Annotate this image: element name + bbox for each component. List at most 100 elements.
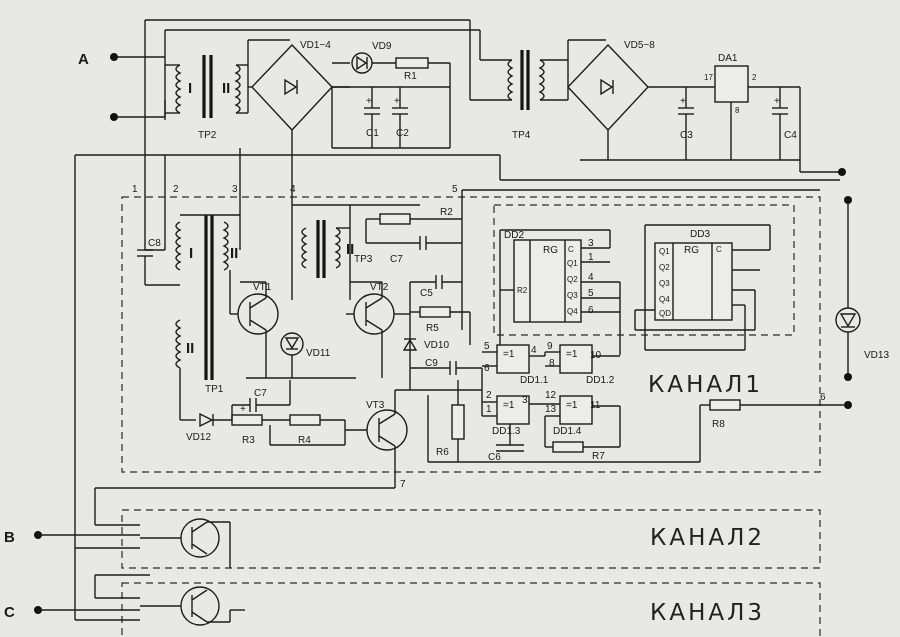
mains-wiring [114,19,512,250]
r7-label: R7 [592,451,605,462]
dd1-4-pin-b: 13 [545,404,557,415]
transistor-vt3 [95,389,482,489]
led-vd11 [280,332,304,378]
vd5-8-label: VD5−8 [624,40,655,51]
c7-plus: + [240,404,246,415]
dd3-q1: Q1 [659,247,670,256]
c1-c2-filter: + + [331,86,450,149]
gate-dd1-2: =1 [545,344,620,374]
channel3-title: КАНАЛ3 [650,600,765,626]
dd1-4-pin-out: 11 [590,400,601,411]
dd2-q4: Q4 [567,307,578,316]
tp2-primary-mark: I [188,80,192,97]
channel2-wiring [38,488,231,568]
c5-label: C5 [420,288,433,299]
r8-label: R8 [712,419,725,430]
da1-pin-out: 2 [752,73,757,82]
dd1-3-sym: =1 [503,400,515,411]
vd12-label: VD12 [186,432,211,443]
tp2-label: TP2 [198,130,217,141]
channel3-frame [121,582,821,637]
da1-pin-in: 17 [704,73,713,82]
c3-label: C3 [680,130,693,141]
tp1-w1-mark: I [189,245,193,262]
gate-dd1-4: =1 [544,395,621,453]
counter-dd3 [634,224,771,351]
node-4: 4 [290,184,296,195]
dd3-q3: Q3 [659,279,670,288]
led-vd13 [835,200,861,377]
dd3-qd: QD [659,309,671,318]
r2-label: R2 [440,207,453,218]
dd3-label: DD3 [690,229,710,240]
dd1-1-pin-out: 4 [531,345,537,356]
c7-label-b: C7 [390,254,403,265]
tp1-w3-mark: II [230,245,238,262]
c2-label: C2 [396,128,409,139]
vt3-label: VT3 [366,400,385,411]
transformer-tp4 [507,39,606,110]
dd3-c: C [716,245,722,254]
channel3-wiring [38,574,245,626]
dd2-rg: RG [543,245,558,256]
node-7: 7 [400,479,406,490]
channel2-frame [121,509,821,569]
dd1-1-pin-a: 5 [484,341,490,352]
dd2-q3: Q3 [567,291,578,300]
vd10-label: VD10 [424,340,449,351]
dd2-c: C [568,245,574,254]
tp1-w2-mark: II [186,340,194,357]
dd2-q2: Q2 [567,275,578,284]
gate-dd1-1: =1 [482,344,560,374]
terminal-a [110,53,118,61]
dd1-1-sym: =1 [503,349,515,360]
resistor-r8 [699,399,848,462]
terminal-b-label: B [4,529,15,546]
dd2-q1: Q1 [567,259,578,268]
dd1-2-pin-out: 10 [590,350,602,361]
c6-label: C6 [488,452,501,463]
r6-label: R6 [436,447,449,458]
transformer-tp1: I II II [175,214,240,421]
c4-plus: + [774,96,780,107]
transformer-tp2: I II [165,39,290,118]
dd1-1-label: DD1.1 [520,375,549,386]
vd9-label: VD9 [372,41,392,52]
vd12-r3-r4: + [199,380,346,446]
c9-label: C9 [425,358,438,369]
node-3: 3 [232,184,238,195]
c8-label: C8 [148,238,161,249]
gate-dd1-3: =1 [481,368,560,452]
vt2-label: VT2 [370,282,389,293]
vd1-4-label: VD1−4 [300,40,331,51]
counter-subframe [493,204,795,336]
tp3-label: TP3 [354,254,373,265]
node-6: 6 [820,392,826,403]
dd2-label: DD2 [504,230,524,241]
c2-plus: + [394,96,400,107]
da1-pin-gnd: 8 [735,106,740,115]
c1-plus: + [366,96,372,107]
output-terminal-plus [838,168,846,176]
bridge-vd1-4 [248,43,350,160]
transformer-tp3: II [292,204,420,300]
dd3-q2: Q2 [659,263,670,272]
dd1-3-pin-a: 2 [486,390,492,401]
r4-label: R4 [298,435,311,446]
counter-dd2 [499,229,621,355]
vd9-branch [332,52,451,148]
bus-wiring [74,148,840,620]
dd1-4-pin-a: 12 [545,390,557,401]
dd1-2-pin-a: 9 [547,341,553,352]
node-2: 2 [173,184,179,195]
dd3-q4: Q4 [659,295,670,304]
node-5: 5 [452,184,458,195]
r2-c7-network [365,213,462,250]
pin-6: 6 [588,305,594,316]
pin-4: 4 [588,272,594,283]
dd2-r: R2 [517,286,528,295]
dd1-4-sym: =1 [566,400,578,411]
dd3-rg: RG [684,245,699,256]
